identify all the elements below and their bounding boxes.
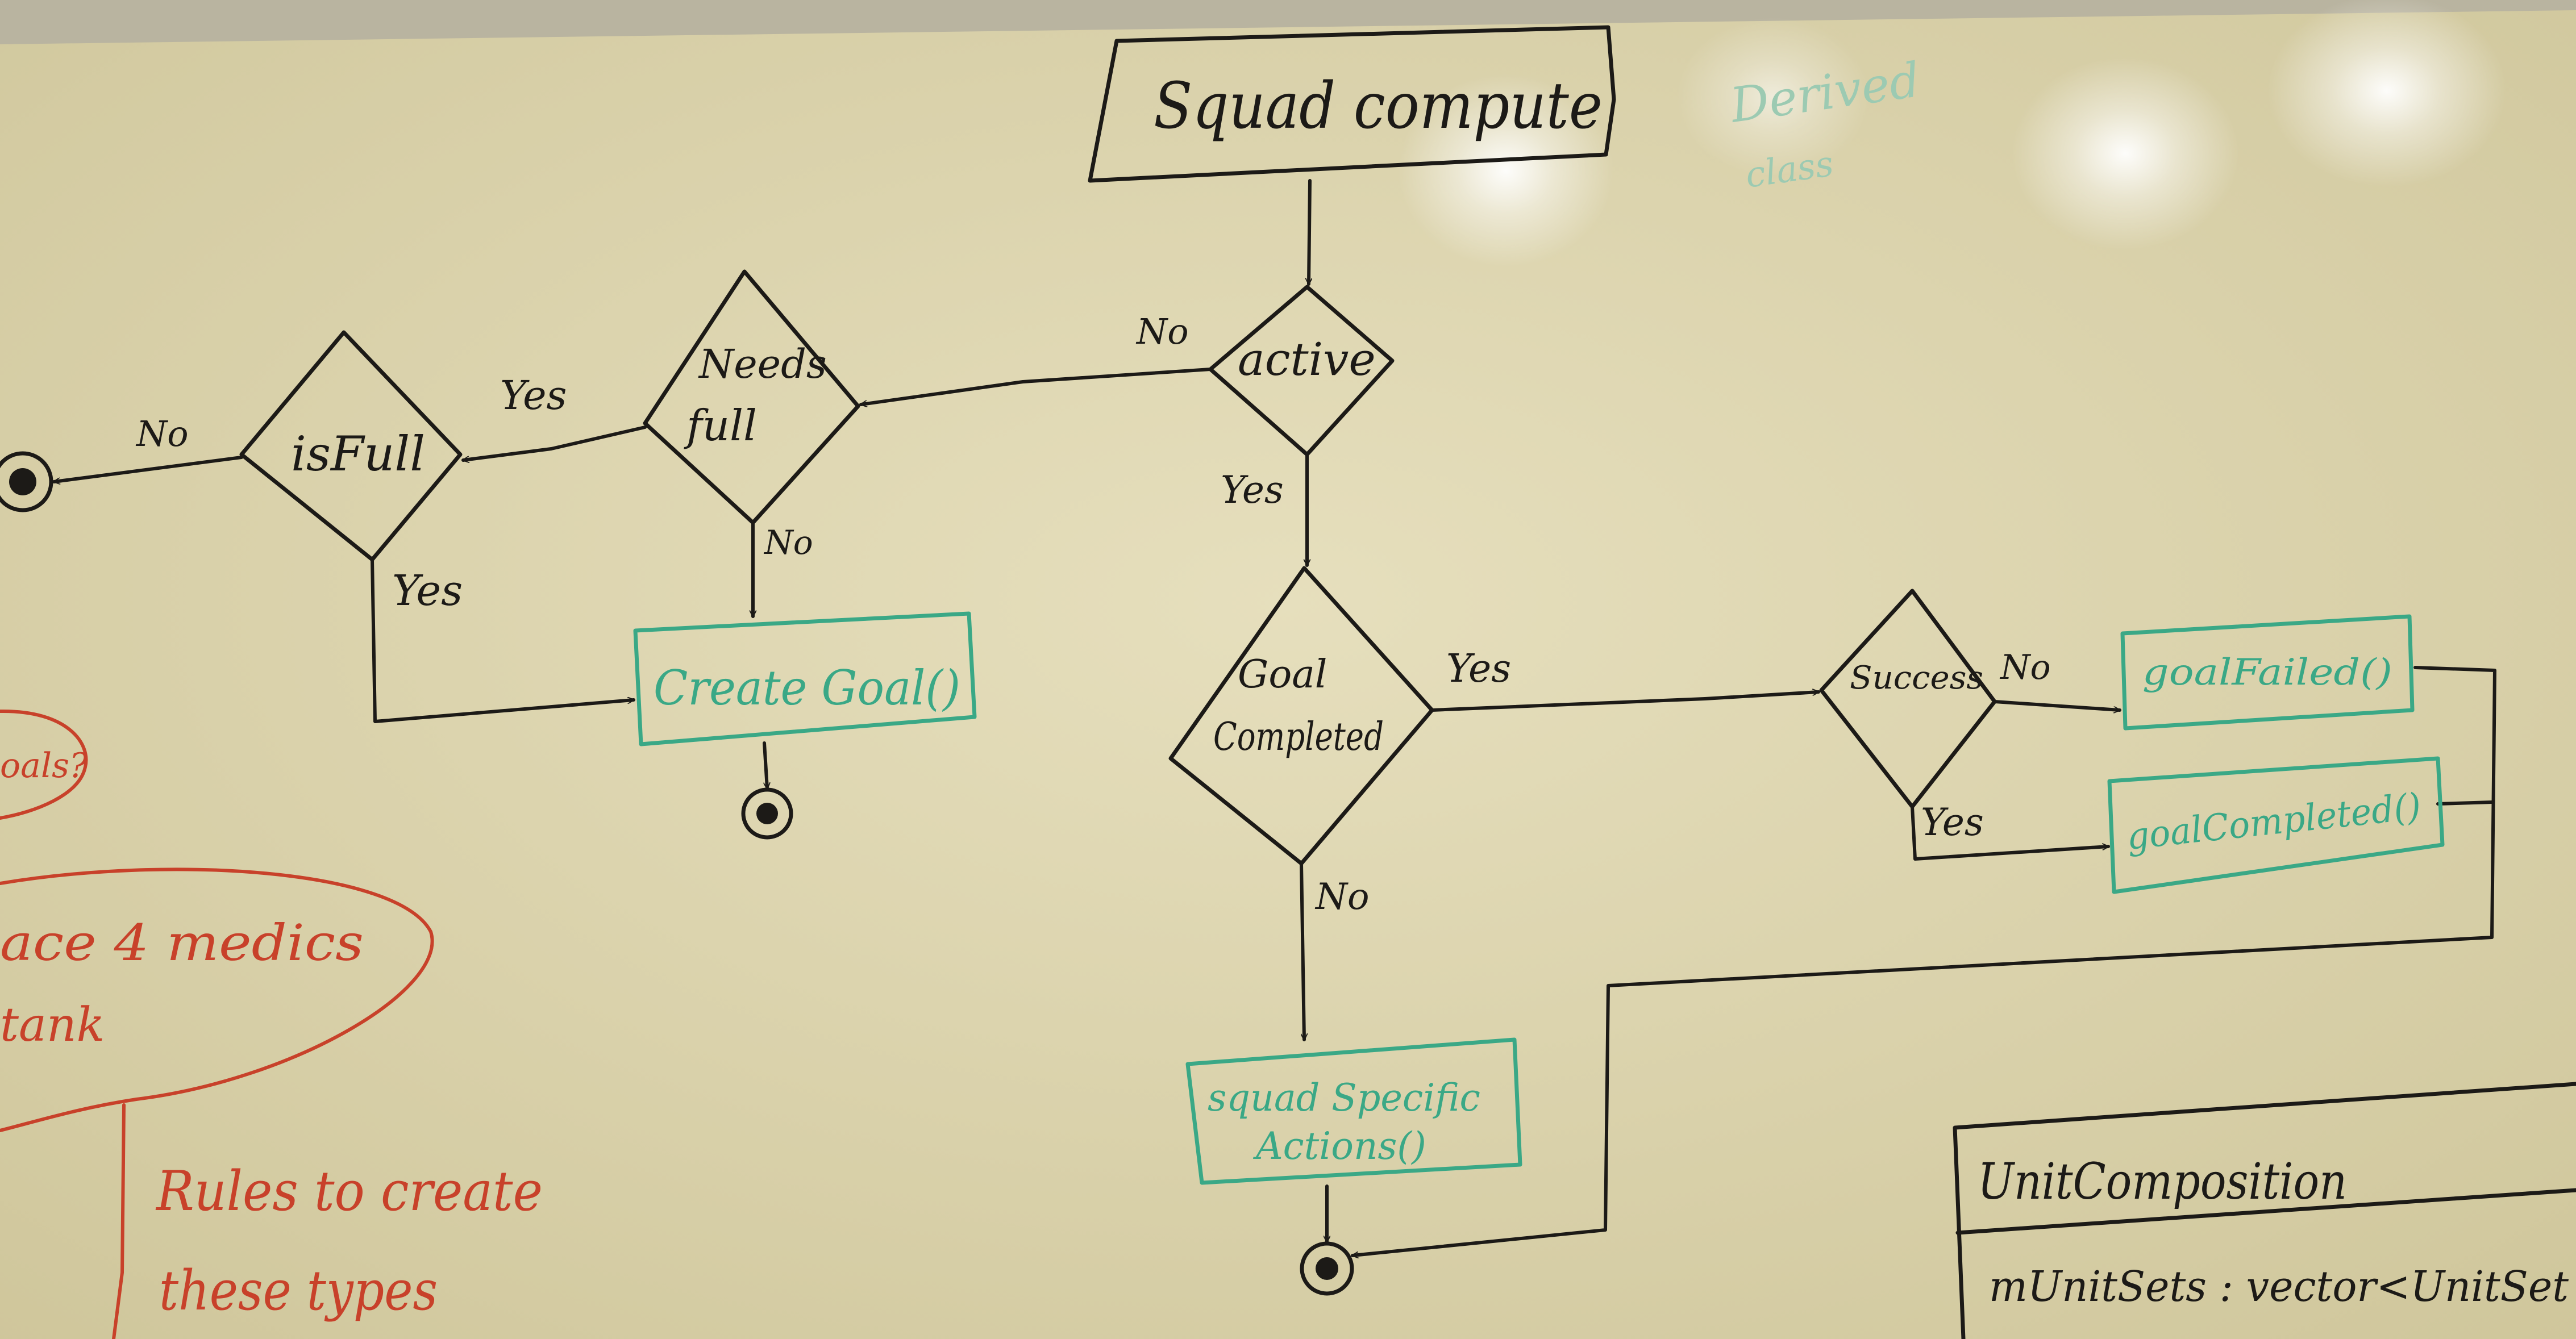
squad-specific-box <box>1185 1037 1522 1185</box>
is-full-label: isFull <box>291 426 425 482</box>
label-active-yes: Yes <box>1221 468 1284 512</box>
edge-success-no <box>1993 700 2121 710</box>
label-goal-completed-no: No <box>1314 876 1370 918</box>
label-active-no: No <box>1135 311 1189 352</box>
label-goal-completed-yes: Yes <box>1446 646 1511 691</box>
goal-completed-fn-box <box>2107 756 2445 894</box>
edge-success-yes <box>1911 805 2110 861</box>
edge-results-merge <box>1351 666 2496 1255</box>
squad-compute-box <box>1088 25 1616 183</box>
label-success-no: No <box>1999 648 2051 687</box>
goal-completed-label-line2: Completed <box>1213 715 1384 760</box>
end-node-left <box>0 451 53 512</box>
unit-composition-member: mUnitSets : vector<UnitSet <box>1989 1262 2569 1311</box>
edge-goal-completed-yes <box>1430 692 1820 712</box>
end-nodes <box>0 451 1354 1296</box>
red-note-medics-line2: tank <box>0 998 105 1052</box>
red-medics-bubble <box>0 867 434 1132</box>
red-note-rules-line1: Rules to create <box>155 1159 543 1223</box>
unit-composition-title: UnitComposition <box>1978 1152 2347 1211</box>
active-label: active <box>1238 333 1376 386</box>
label-is-full-no: No <box>135 413 189 454</box>
edge-needs-full-yes <box>461 426 647 460</box>
red-connector-line <box>112 1103 126 1339</box>
needs-full-label-line2: full <box>684 401 757 450</box>
squad-specific-label-line1: squad Specific <box>1208 1076 1480 1120</box>
red-note-rules-line2: these types <box>159 1259 438 1323</box>
unit-composition-box <box>1953 1082 2576 1339</box>
board-top-edge <box>0 0 2576 44</box>
edge-goal-completed-fn-join <box>2436 800 2494 806</box>
squad-compute-label: Squad compute <box>1154 69 1603 143</box>
edge-compute-to-active <box>1309 179 1310 286</box>
label-success-yes: Yes <box>1921 800 1984 844</box>
red-goals-bubble <box>0 709 88 820</box>
edge-create-goal-to-end <box>763 741 767 790</box>
goal-failed-label: goalFailed() <box>2142 652 2392 694</box>
create-goal-box <box>633 611 977 746</box>
label-is-full-yes: Yes <box>392 566 463 615</box>
needs-full-label-line1: Needs <box>698 341 827 387</box>
create-goal-label: Create Goal() <box>654 660 960 716</box>
edge-is-full-no <box>52 456 243 482</box>
label-needs-full-no: No <box>763 523 813 562</box>
goal-failed-box <box>2120 614 2415 731</box>
goal-completed-label-line1: Goal <box>1238 652 1327 697</box>
label-needs-full-yes: Yes <box>500 372 567 419</box>
unit-composition-divider <box>1955 1188 2576 1235</box>
red-note-goals: oals? <box>0 746 88 786</box>
success-label: Success <box>1850 660 1983 696</box>
edge-is-full-yes <box>371 558 635 723</box>
light-glare <box>1398 0 2506 267</box>
squad-specific-label-line2: Actions() <box>1252 1124 1426 1168</box>
edge-active-no <box>859 368 1212 404</box>
red-note-medics-line1: ace 4 medics <box>0 913 364 972</box>
edge-goal-completed-no <box>1300 862 1304 1041</box>
